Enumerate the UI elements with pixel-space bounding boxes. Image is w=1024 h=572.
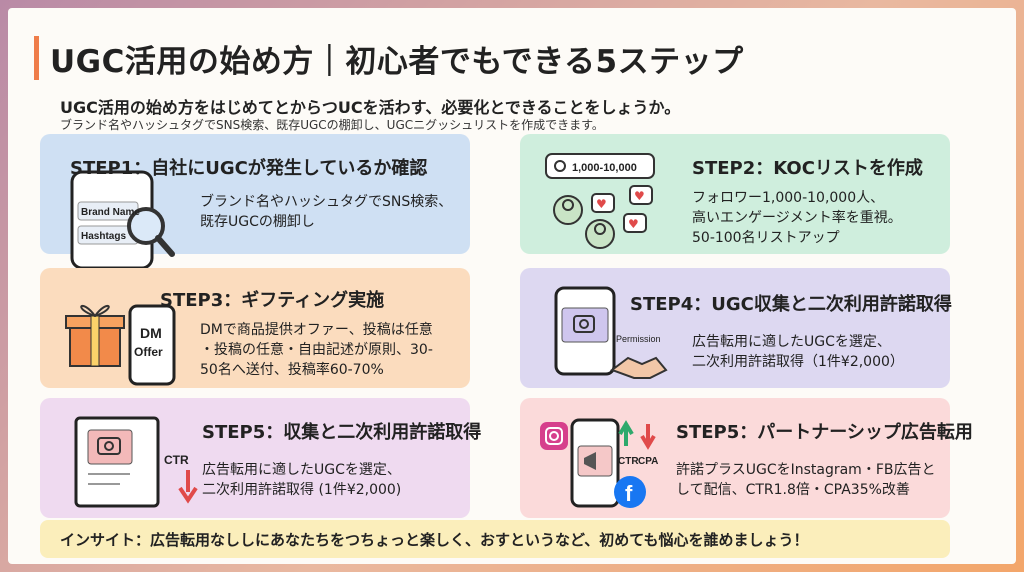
influencer-network-icon: 1,000-10,000 ♥ ♥ ♥: [545, 153, 655, 249]
infographic-sheet: UGC活用の始め方｜初心者でもできる5ステップ UGC活用の始め方をはじめてとか…: [8, 8, 1016, 564]
phone-magnifier-icon: Brand Name Hashtags: [70, 170, 175, 270]
gift-phone-icon: DM Offer: [65, 304, 176, 386]
brand-name-label: Brand Name: [81, 207, 140, 218]
sub-text: ブランド名やハッシュタグでSNS検索、既存UGCの棚卸し、UGCニグッシュリスト…: [60, 118, 604, 132]
step5b-title: STEP5：パートナーシップ広告転用: [676, 422, 973, 443]
ctr-label: CTR: [164, 453, 189, 467]
cpa-label: CPA: [638, 456, 658, 467]
step5b-line2: して配信、CTR1.8倍・CPA35%改善: [676, 482, 910, 498]
step4-line1: 広告転用に適したUGCを選定、: [692, 334, 891, 350]
step2-line2: 高いエンゲージメント率を重視。: [692, 210, 902, 226]
insight-text: インサイト：広告転用なししにあなたちをつちょっと楽しく、おすというなど、初めても…: [60, 531, 809, 549]
step3-card: DM Offer STEP3：ギフティング実施 DMで商品提供オファー、投稿は任…: [40, 268, 470, 388]
step5a-title: STEP5：収集と二次利用許諾取得: [202, 422, 482, 443]
step4-line2: 二次利用許諾取得（1件¥2,000）: [692, 354, 904, 370]
step5a-line2: 二次利用許諾取得 (1件¥2,000): [202, 482, 402, 498]
offer-label: Offer: [134, 345, 163, 359]
svg-text:f: f: [625, 481, 633, 506]
step4-title: STEP4：UGC収集と二次利用許諾取得: [630, 294, 952, 315]
follower-range-label: 1,000-10,000: [572, 162, 637, 174]
svg-text:♥: ♥: [634, 189, 645, 203]
ad-platforms-icon: CTR CPA f: [540, 418, 658, 508]
step2-line3: 50-100名リストアップ: [692, 230, 840, 246]
step1-line1: ブランド名やハッシュタグでSNS検索、: [200, 194, 453, 210]
step1-card: Brand Name Hashtags STEP1：自社にUGCが発生しているか…: [40, 134, 470, 270]
step5-card: CTR STEP5：収集と二次利用許諾取得 広告転用に適したUGCを選定、 二次…: [40, 398, 481, 518]
title-accent-bar: [34, 36, 39, 80]
page-title: UGC活用の始め方｜初心者でもできる5ステップ: [50, 44, 744, 80]
insight-banner: インサイト：広告転用なししにあなたちをつちょっと楽しく、おすというなど、初めても…: [40, 520, 950, 558]
ctr-small-label: CTR: [618, 456, 639, 467]
step3-title: STEP3：ギフティング実施: [160, 290, 385, 311]
lead-text: UGC活用の始め方をはじめてとからつUCを活わす、必要化とできることをしょうか。: [60, 98, 681, 117]
hashtags-label: Hashtags: [81, 231, 126, 242]
step5b-line1: 許諾プラスUGCをInstagram・FB広告と: [676, 462, 936, 478]
step2-card: 1,000-10,000 ♥ ♥ ♥ STEP2：KOCリストを作成 フォロワー…: [520, 134, 950, 254]
step2-title: STEP2：KOCリストを作成: [692, 158, 923, 179]
step3-line3: 50名へ送付、投稿率60-70%: [200, 362, 384, 378]
step1-line2: 既存UGCの棚卸し: [200, 214, 315, 230]
step4-card: Permission STEP4：UGC収集と二次利用許諾取得 広告転用に適した…: [520, 268, 952, 388]
permission-label: Permission: [616, 334, 661, 344]
handshake-phone-icon: Permission: [554, 286, 668, 379]
step3-line2: ・投稿の任意・自由記述が原則、30-: [200, 342, 433, 358]
dm-label: DM: [140, 325, 162, 341]
step3-line1: DMで商品提供オファー、投稿は任意: [200, 322, 433, 338]
svg-text:♥: ♥: [628, 217, 639, 231]
svg-text:♥: ♥: [596, 197, 607, 211]
step1-title: STEP1：自社にUGCが発生しているか確認: [70, 158, 428, 179]
step2-line1: フォロワー1,000-10,000人、: [692, 190, 885, 206]
step5a-line1: 広告転用に適したUGCを選定、: [202, 462, 401, 478]
ctr-down-icon: CTR: [74, 416, 198, 508]
step5b-card: CTR CPA f STEP5：パートナーシップ広告転用 許諾プラスUGCをIn…: [520, 398, 973, 518]
